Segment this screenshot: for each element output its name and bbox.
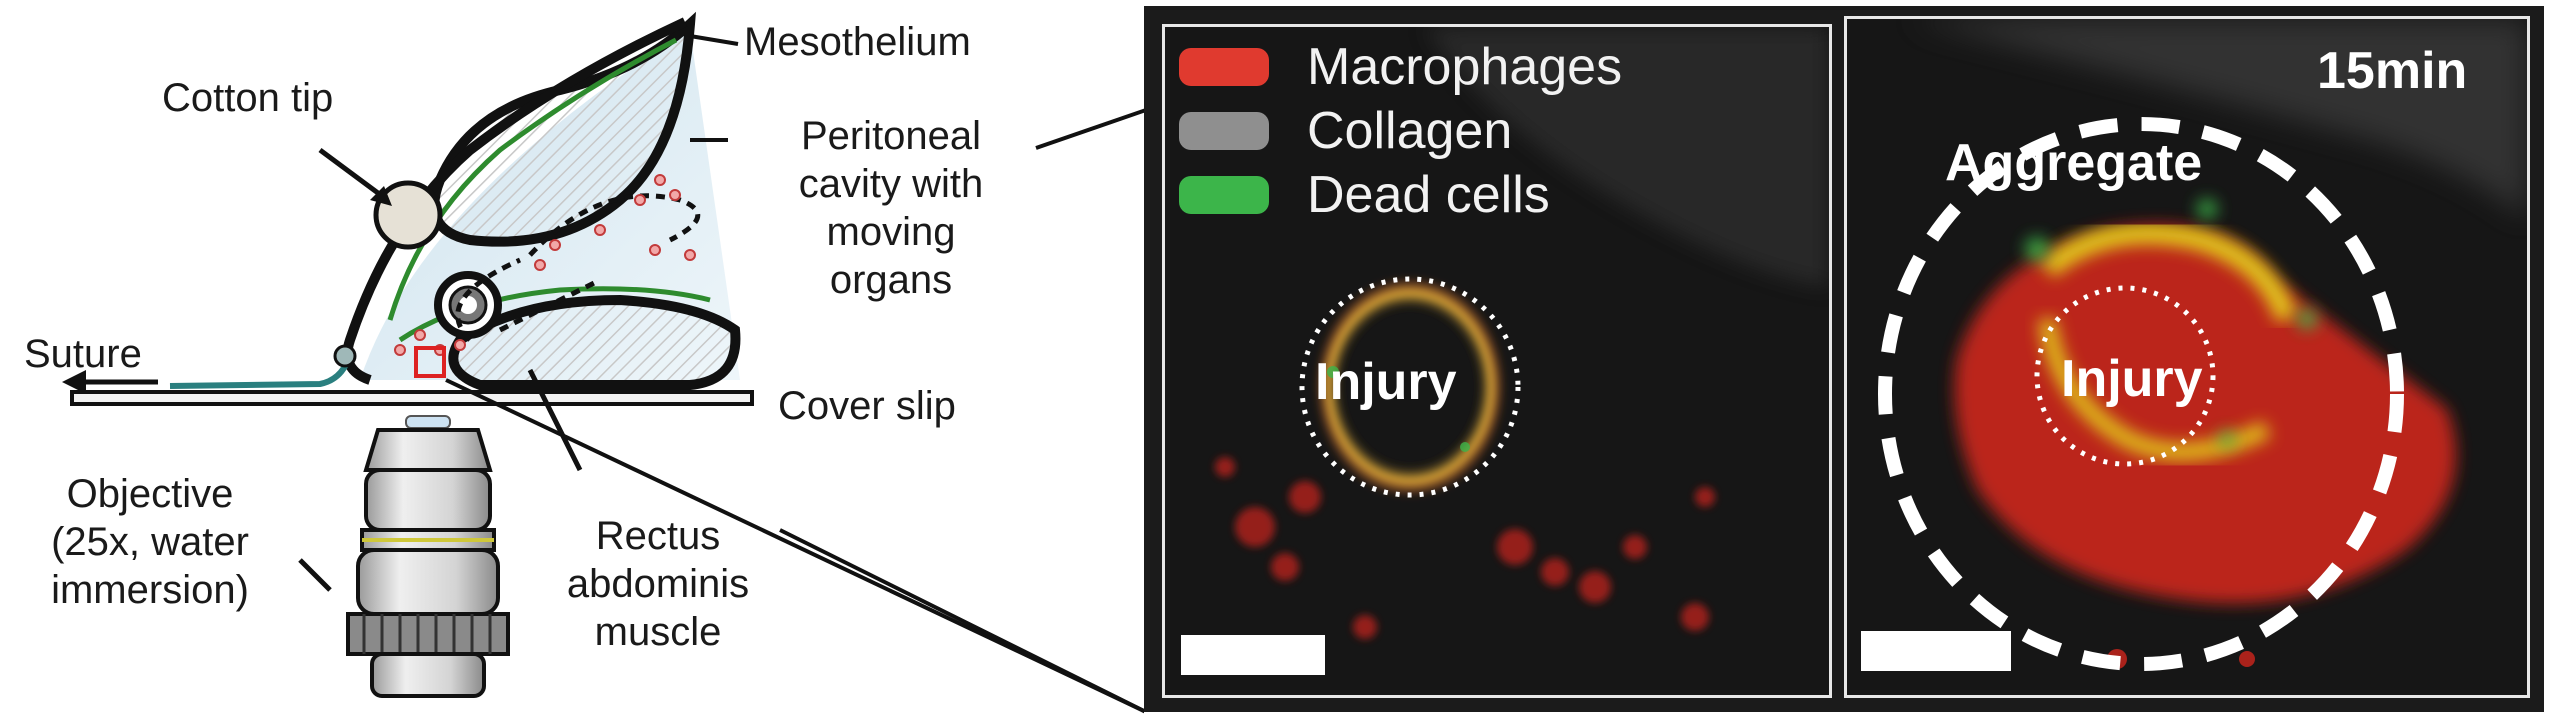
imaging-area (414, 346, 446, 378)
legend-label-collagen: Collagen (1307, 102, 1513, 160)
label-rectus-line-2: abdominis (566, 562, 750, 606)
leader-mesothelium (689, 34, 739, 46)
micrograph-right-image (1847, 19, 2527, 695)
injury-circle-right (2034, 285, 2216, 467)
injury-circle-left (1299, 276, 1521, 498)
leader-objective (298, 558, 332, 592)
scale-bar-right (1861, 631, 2011, 671)
injury-label-right: Injury (2061, 350, 2203, 408)
cover-slip (70, 390, 754, 406)
label-rectus-line-1: Rectus (595, 514, 721, 558)
suture-thread (169, 358, 351, 389)
flow-arrow-3 (498, 277, 602, 333)
label-rectus-line-3: muscle (594, 610, 722, 654)
label-peritoneal-line-1: Peritoneal (800, 114, 982, 158)
label-objective-line-1: Objective (66, 472, 234, 516)
connector-bottom (445, 378, 1144, 714)
aggregate-label: Aggregate (1945, 134, 2203, 192)
macrophage-swatch (1179, 48, 1269, 86)
cotton-tip (373, 180, 443, 250)
label-peritoneal-cavity: Peritoneal cavity with moving organs (766, 112, 1016, 304)
schematic-diagram (62, 11, 1144, 714)
label-objective-line-2: (25x, water (51, 520, 249, 564)
suture-knot (333, 344, 357, 368)
mesothelium-line (387, 37, 678, 321)
label-peritoneal-line-4: organs (829, 258, 953, 302)
leader-rectus (527, 368, 583, 472)
legend-label-macrophages: Macrophages (1307, 38, 1623, 96)
legend-macrophages: Macrophages (1179, 37, 1622, 97)
micrograph-left: Injury Macrophages Collagen Dead cells (1162, 24, 1832, 698)
legend-dead-cells: Dead cells (1179, 165, 1550, 225)
leader-cotton (318, 147, 384, 199)
aggregate-circle (1878, 117, 2404, 671)
collagen-swatch (1179, 112, 1269, 150)
scale-bar-left (1181, 635, 1325, 675)
dead-cells-swatch (1179, 176, 1269, 214)
legend-label-dead-cells: Dead cells (1307, 166, 1550, 224)
label-objective-line-3: immersion) (51, 568, 249, 612)
label-peritoneal-line-2: cavity with (798, 162, 984, 206)
label-suture: Suture (24, 332, 142, 376)
suture-arrow-head (62, 370, 86, 394)
connector-top (1035, 108, 1144, 150)
flow-arrow-1 (528, 193, 701, 257)
organ-bottom (448, 294, 741, 390)
micrograph-right: 15min Aggregate Injury (1844, 16, 2530, 698)
label-mesothelium: Mesothelium (744, 20, 971, 64)
label-objective: Objective (25x, water immersion) (20, 470, 280, 614)
leader-cotton-head (370, 186, 392, 206)
connector-bottom-2 (779, 528, 1144, 714)
micrograph-left-image (1165, 27, 1829, 695)
time-label: 15min (2317, 42, 2468, 100)
intestine-core (459, 296, 477, 314)
label-peritoneal-line-3: moving (826, 210, 956, 254)
objective-lens (346, 415, 510, 698)
organ-top (429, 11, 696, 247)
legend-collagen: Collagen (1179, 101, 1512, 161)
label-cotton-tip: Cotton tip (162, 76, 334, 120)
label-rectus: Rectus abdominis muscle (548, 512, 768, 656)
label-cover-slip: Cover slip (778, 384, 956, 428)
injury-label-left: Injury (1315, 353, 1457, 411)
